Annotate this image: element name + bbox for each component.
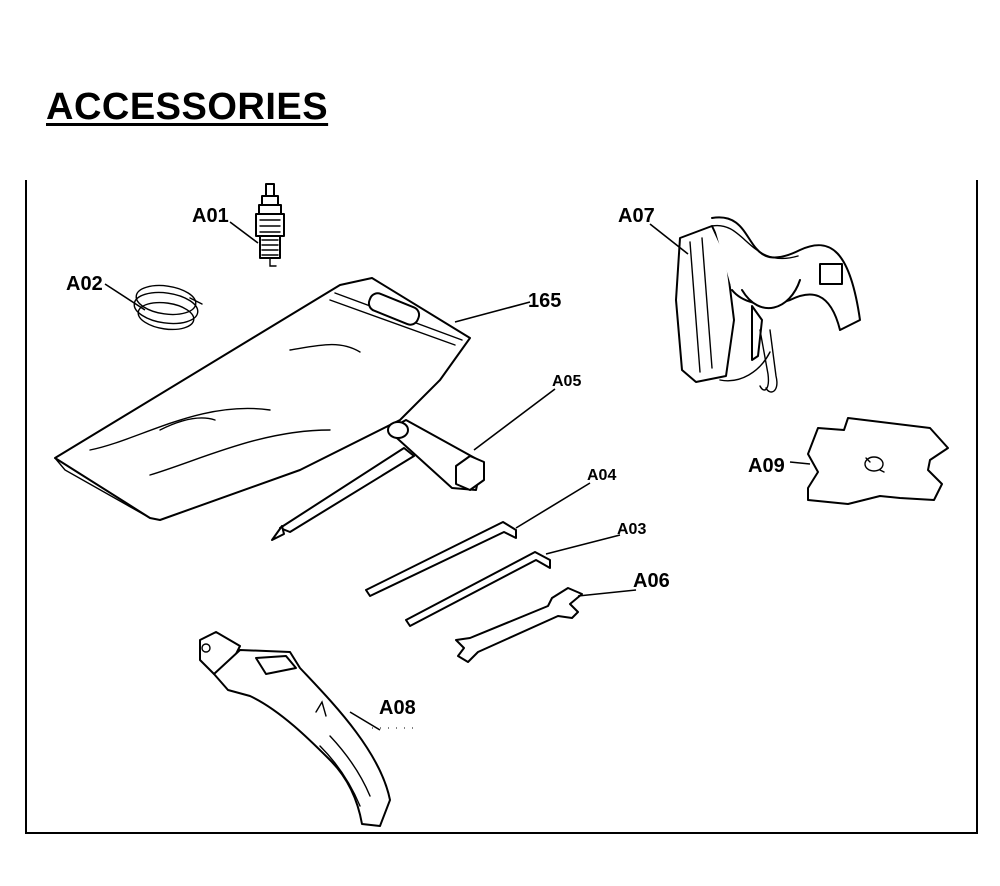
handle-grip-icon — [199, 631, 391, 827]
blade-disc-icon — [807, 417, 949, 505]
spark-plug-icon — [255, 183, 285, 267]
open-end-wrench-icon — [455, 587, 583, 663]
label-a01: A01 — [192, 205, 229, 227]
label-a07: A07 — [618, 205, 655, 227]
tool-bag-icon — [54, 277, 471, 521]
page-title: ACCESSORIES — [46, 86, 329, 128]
label-a08: A08 — [379, 697, 416, 719]
label-a05: A05 — [552, 373, 581, 390]
diagram-frame — [25, 180, 978, 834]
label-165: 165 — [528, 290, 561, 312]
label-a09: A09 — [748, 455, 785, 477]
label-a04: A04 — [587, 467, 616, 484]
label-a03: A03 — [617, 521, 646, 538]
label-a02: A02 — [66, 273, 103, 295]
shoulder-harness-icon — [675, 216, 861, 393]
hex-key-large-icon — [365, 521, 517, 597]
hex-key-small-icon — [405, 551, 551, 627]
label-a06: A06 — [633, 570, 670, 592]
trimmer-line-icon — [133, 284, 203, 331]
socket-wrench-icon — [271, 419, 485, 541]
